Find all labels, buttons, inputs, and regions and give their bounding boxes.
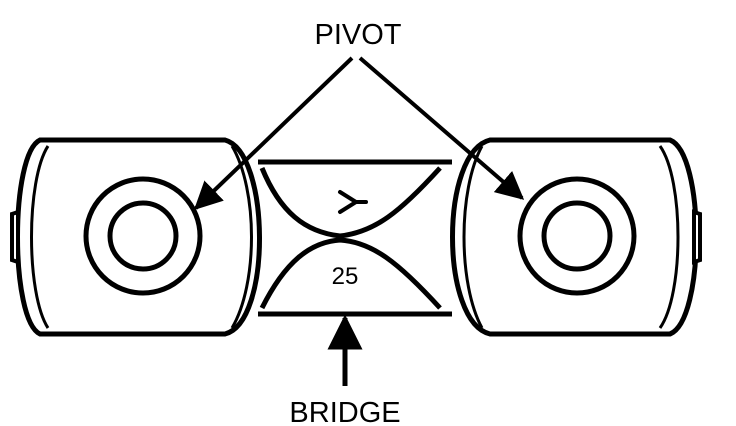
bridge-label: BRIDGE <box>289 397 400 426</box>
pivot-label: PIVOT <box>314 19 401 51</box>
bridge-upper-curve <box>259 166 442 239</box>
pivot-arrows <box>193 56 525 210</box>
left-pivot <box>83 176 203 296</box>
pivot-arrow-left <box>193 56 354 210</box>
bridge-link <box>258 159 452 317</box>
bridge-lower-curve <box>259 237 442 310</box>
right-pivot <box>517 176 637 296</box>
center-mark <box>338 190 368 214</box>
pivot-arrow-right <box>358 56 525 200</box>
left-barrel <box>10 137 262 337</box>
center-number: 25 <box>332 263 359 290</box>
